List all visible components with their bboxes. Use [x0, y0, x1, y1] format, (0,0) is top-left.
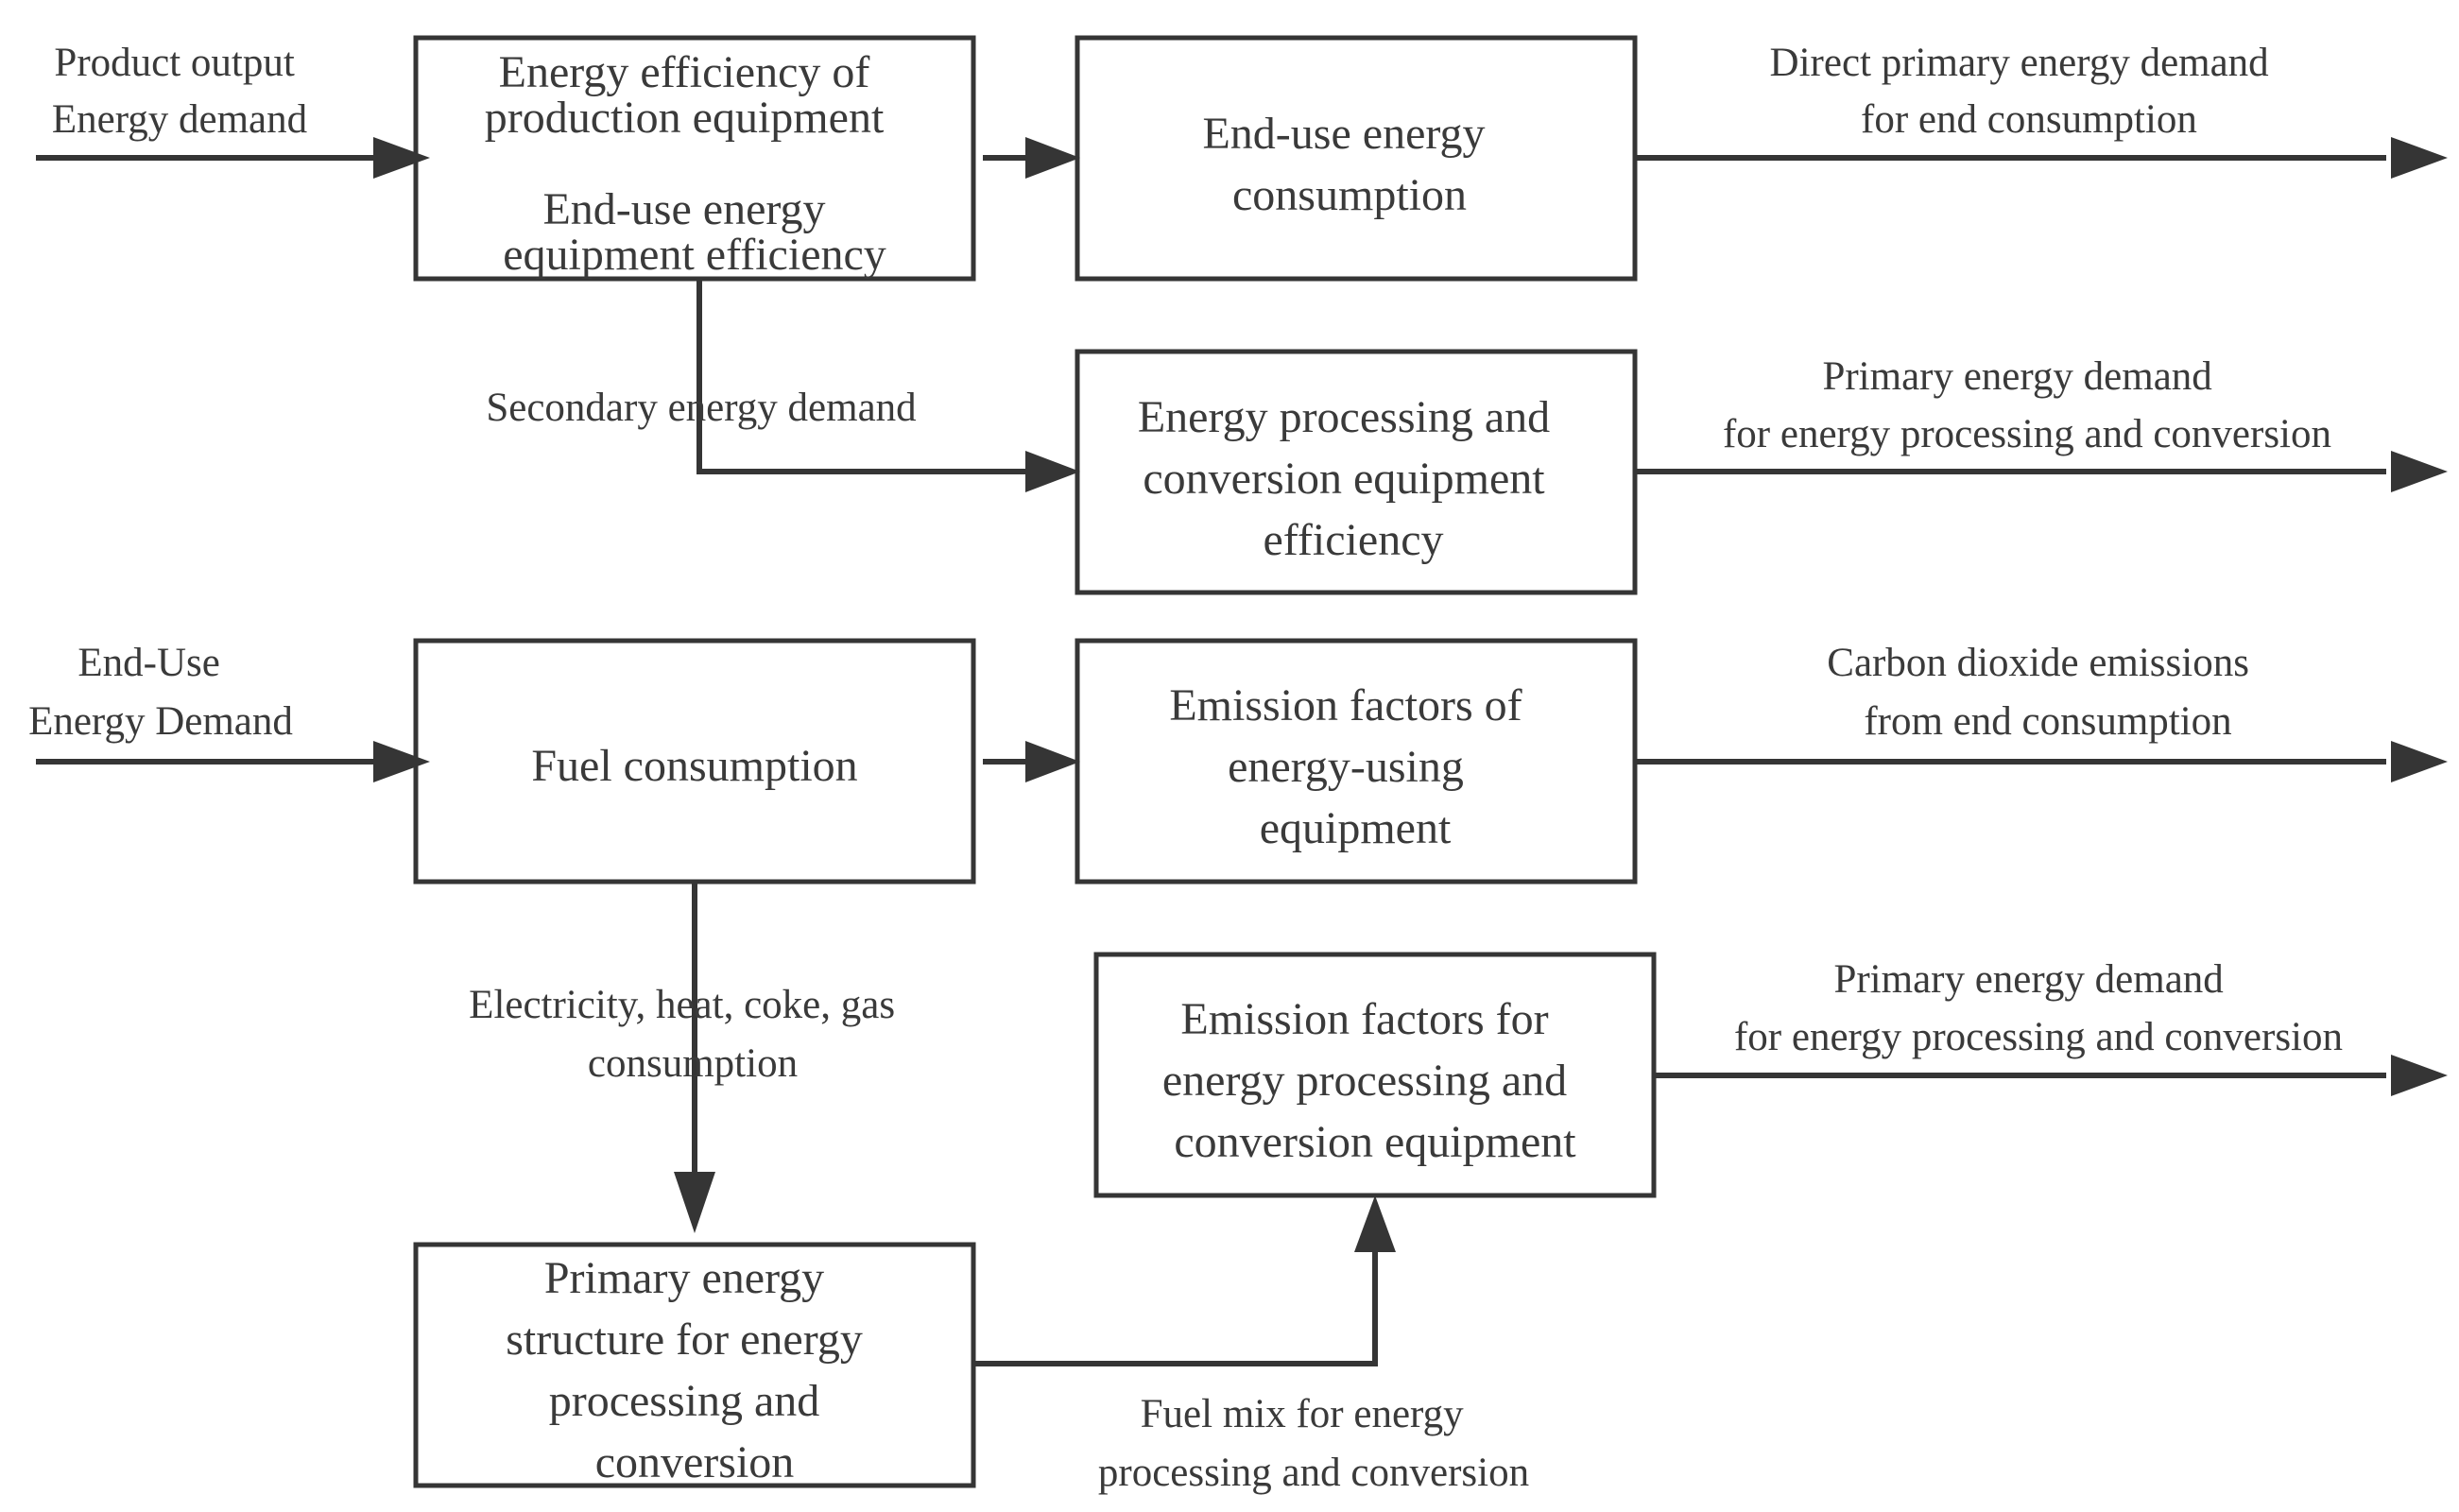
- electricity-label: Electricity, heat, coke, gas consumption: [469, 983, 905, 1086]
- arrowhead-right: [1025, 741, 1080, 782]
- arrowhead-right: [1025, 137, 1080, 179]
- arrowhead-right: [2391, 1055, 2448, 1096]
- primary-structure-box: [413, 1242, 976, 1488]
- primary-structure-text: Primary energy structure for energy proc…: [506, 1253, 874, 1487]
- arrowhead-right: [373, 137, 430, 179]
- secondary-demand-label: Secondary energy demand: [486, 386, 916, 430]
- processing-efficiency-box: [1075, 349, 1638, 595]
- efficiency-box-text: Energy efficiency of production equipmen…: [485, 47, 896, 280]
- end-use-demand-label: End-Use Energy Demand: [28, 641, 293, 744]
- emission-using-box: [1075, 638, 1638, 885]
- arrowhead-right: [2391, 451, 2448, 492]
- co2-label: Carbon dioxide emissions from end consum…: [1827, 641, 2259, 744]
- emission-processing-box: [1093, 952, 1657, 1198]
- emission-processing-text: Emission factors for energy processing a…: [1162, 994, 1578, 1167]
- arrowhead-right: [2391, 741, 2448, 782]
- efficiency-box: [413, 35, 976, 282]
- arrowhead-down: [674, 1172, 715, 1233]
- fuel-consumption-text: Fuel consumption: [531, 741, 857, 791]
- secondary-demand-connector: [696, 279, 1044, 474]
- arrowhead-right: [2391, 137, 2448, 179]
- emission-using-text: Emission factors of energy-using equipme…: [1169, 680, 1533, 853]
- product-output-label: Product output Energy demand: [52, 41, 307, 142]
- direct-primary-label: Direct primary energy demand for end con…: [1770, 41, 2279, 142]
- processing-efficiency-text: Energy processing and conversion equipme…: [1138, 392, 1561, 565]
- arrowhead-up: [1354, 1195, 1396, 1252]
- primary-processing-label-2: Primary energy demand for energy process…: [1734, 957, 2343, 1059]
- end-use-consumption-text: End-use energy consumption: [1202, 109, 1496, 220]
- arrowhead-right: [373, 741, 430, 782]
- arrowhead-right: [1025, 451, 1080, 492]
- fuel-mix-label: Fuel mix for energy processing and conve…: [1098, 1392, 1529, 1495]
- fuel-mix-connector: [973, 1233, 1378, 1366]
- end-use-consumption-box: [1075, 35, 1638, 282]
- primary-processing-label-1: Primary energy demand for energy process…: [1723, 354, 2331, 456]
- fuel-consumption-box: [413, 638, 976, 885]
